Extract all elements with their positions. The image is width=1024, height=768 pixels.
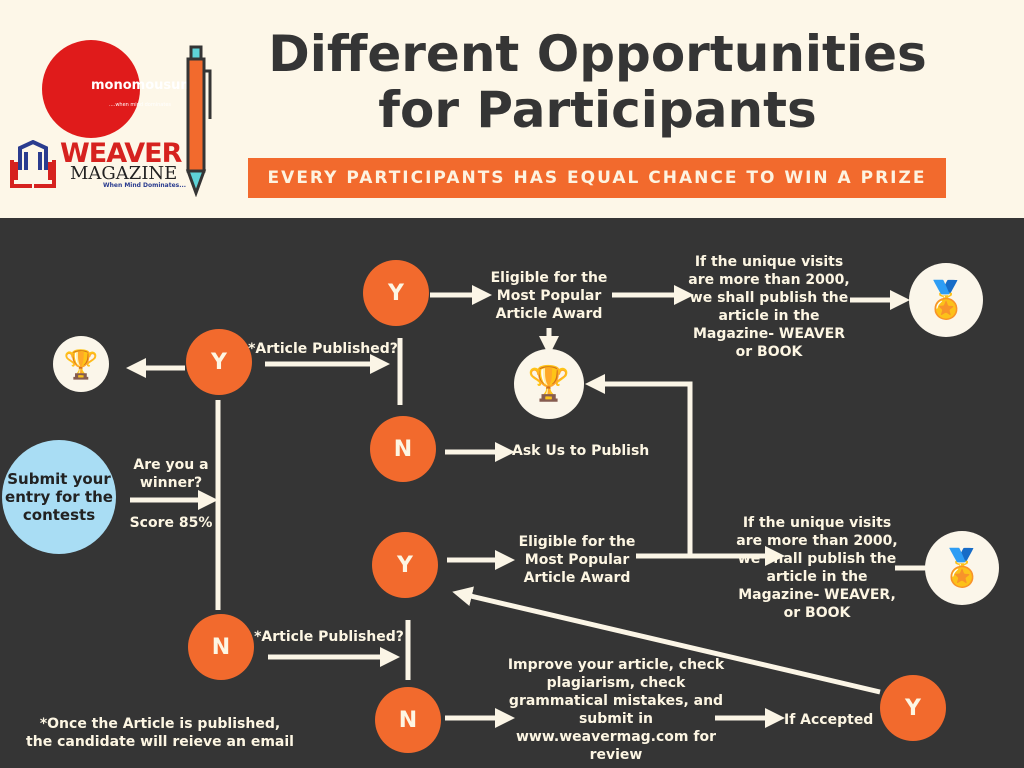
visits-text-2: If the unique visits are more than 2000,… <box>736 515 898 621</box>
start-node: Submit your entry for the contests <box>2 440 116 554</box>
node-yes-accepted: Y <box>880 675 946 741</box>
if-accepted-text: If Accepted <box>784 712 874 728</box>
winner-question: Are you a winner? <box>133 457 209 491</box>
logo-tagline: When Mind Dominates... <box>103 182 187 189</box>
node-yes-published-2: Y <box>372 532 438 598</box>
pen-icon <box>185 45 212 197</box>
medal-icon: 🏅 <box>909 263 983 337</box>
eligible-award-text: Eligible for the Most Popular Article Aw… <box>490 270 608 322</box>
header: monomousumi ....when mind dominates WEAV… <box>0 0 1024 218</box>
node-yes-published: Y <box>363 260 429 326</box>
node-no-published: N <box>370 416 436 482</box>
trophy-icon: 🏆 <box>514 349 584 419</box>
medal-icon: 🏅 <box>925 531 999 605</box>
article-published-question: *Article Published? <box>248 341 398 357</box>
article-published-question-2: *Article Published? <box>254 629 404 645</box>
node-no-winner: N <box>188 614 254 680</box>
book-icon <box>10 140 56 188</box>
node-yes-winner: Y <box>186 329 252 395</box>
logo-tagline: ....when mind dominates <box>108 102 171 108</box>
visits-text: If the unique visits are more than 2000,… <box>688 254 850 360</box>
banner: EVERY PARTICIPANTS HAS EQUAL CHANCE TO W… <box>248 158 946 198</box>
logo-sub: MAGAZINE <box>70 163 178 184</box>
trophy-icon: 🏆 <box>53 336 109 392</box>
logo-name: WEAVER <box>60 138 182 169</box>
improve-text: Improve your article, check plagiarism, … <box>507 657 725 763</box>
monomousumi-logo: monomousumi ....when mind dominates <box>42 40 198 138</box>
score-text: Score 85% <box>129 515 213 531</box>
weaver-magazine-logo: WEAVER MAGAZINE When Mind Dominates... <box>8 138 188 193</box>
logo-name: monomousumi <box>91 78 199 93</box>
footnote: *Once the Article is published, the cand… <box>26 716 294 750</box>
page-title: Different Opportunities for Participants <box>268 25 927 139</box>
node-no-published-2: N <box>375 687 441 753</box>
ask-us-text: Ask Us to Publish <box>512 443 650 459</box>
eligible-award-text-2: Eligible for the Most Popular Article Aw… <box>518 534 636 586</box>
